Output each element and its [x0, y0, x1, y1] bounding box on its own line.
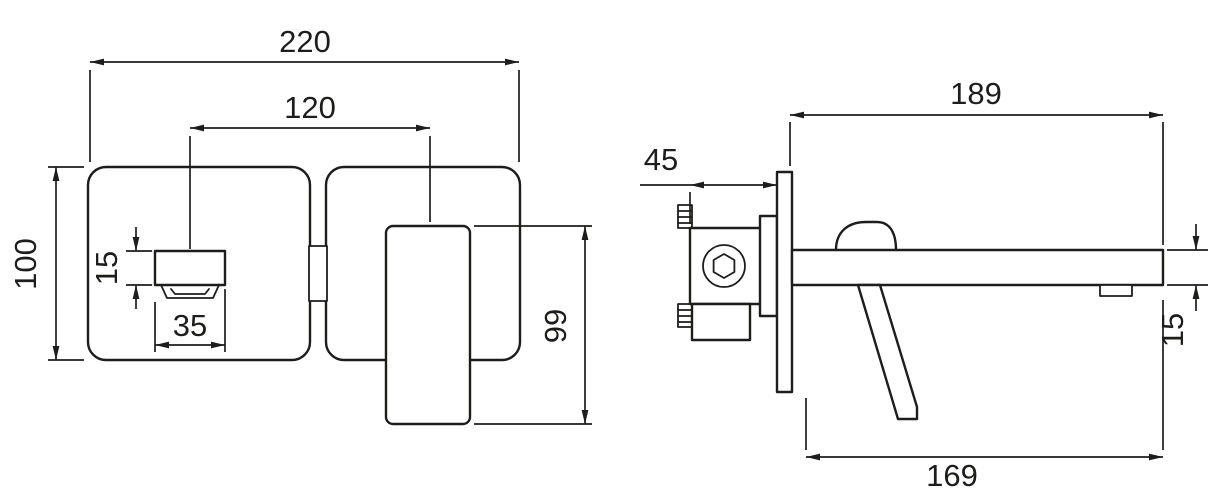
front-handle-length-label: 99 — [538, 309, 573, 343]
dim-side-spout-reach: 189 — [789, 76, 1164, 245]
side-handle-cap — [834, 220, 898, 252]
dim-side-tip-height: 15 — [1155, 224, 1208, 347]
front-spout-body — [153, 249, 227, 287]
side-view: 45 189 15 169 — [640, 76, 1208, 493]
front-spout-height-label: 15 — [89, 251, 124, 285]
side-wall-plate — [775, 170, 794, 394]
front-handle — [384, 224, 472, 426]
side-bottom-fitting-threads — [677, 309, 693, 323]
dim-front-spout-height: 15 — [89, 227, 152, 309]
dim-front-spout-width: 35 — [154, 289, 226, 352]
side-spout-aerator — [1099, 284, 1133, 297]
dim-side-underside-reach: 169 — [805, 300, 1164, 493]
side-body-depth-label: 45 — [644, 142, 678, 177]
dim-front-overall-width: 220 — [89, 24, 520, 162]
side-underside-reach-label: 169 — [926, 458, 978, 493]
side-lower-body — [690, 302, 752, 342]
front-overall-width-label: 220 — [279, 24, 331, 59]
dim-front-plate-height: 100 — [8, 166, 84, 361]
side-handle-lever — [856, 283, 919, 421]
front-spout-width-label: 35 — [173, 308, 207, 343]
hex-screw-icon — [712, 253, 736, 279]
front-view: 220 120 100 15 35 — [8, 24, 592, 426]
dim-front-center-spacing: 120 — [189, 90, 431, 249]
side-mounting-flange — [758, 214, 779, 318]
side-screw-boss — [702, 244, 746, 288]
front-connector — [308, 245, 328, 302]
side-spout-reach-label: 189 — [950, 76, 1002, 111]
front-spout-aerator — [160, 284, 220, 299]
front-spout-aerator-inner — [170, 288, 210, 295]
side-spout — [790, 248, 1165, 287]
side-tip-height-label: 15 — [1155, 313, 1190, 347]
front-center-spacing-label: 120 — [284, 90, 336, 125]
dim-front-handle-length: 99 — [474, 225, 592, 425]
dim-side-body-depth: 45 — [640, 142, 777, 224]
front-plate-height-label: 100 — [8, 238, 43, 290]
